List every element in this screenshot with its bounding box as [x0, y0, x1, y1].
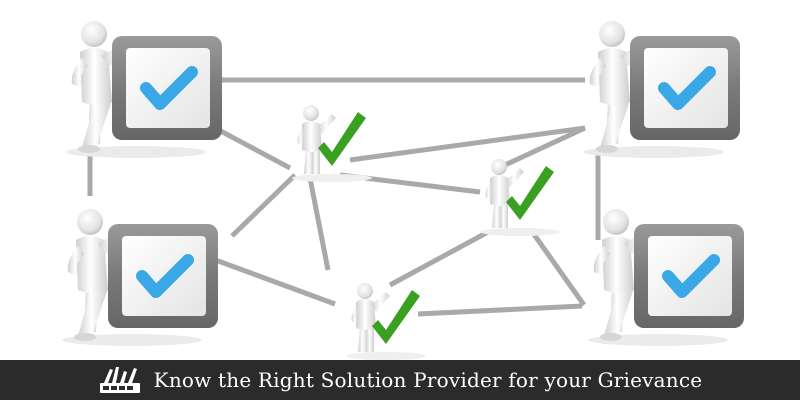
figure-center-bottom — [346, 283, 426, 360]
caption-text: Know the Right Solution Provider for you… — [153, 368, 703, 392]
figure-top-right — [584, 21, 740, 158]
figure-bottom-left — [62, 209, 218, 346]
figure-center-right — [480, 159, 560, 236]
figure-top-left — [66, 21, 222, 158]
caption-bar: Know the Right Solution Provider for you… — [0, 360, 800, 400]
tools-icon — [99, 367, 140, 393]
figure-bottom-right — [588, 209, 744, 346]
network-illustration — [0, 0, 800, 360]
figure-center-top — [292, 105, 372, 182]
